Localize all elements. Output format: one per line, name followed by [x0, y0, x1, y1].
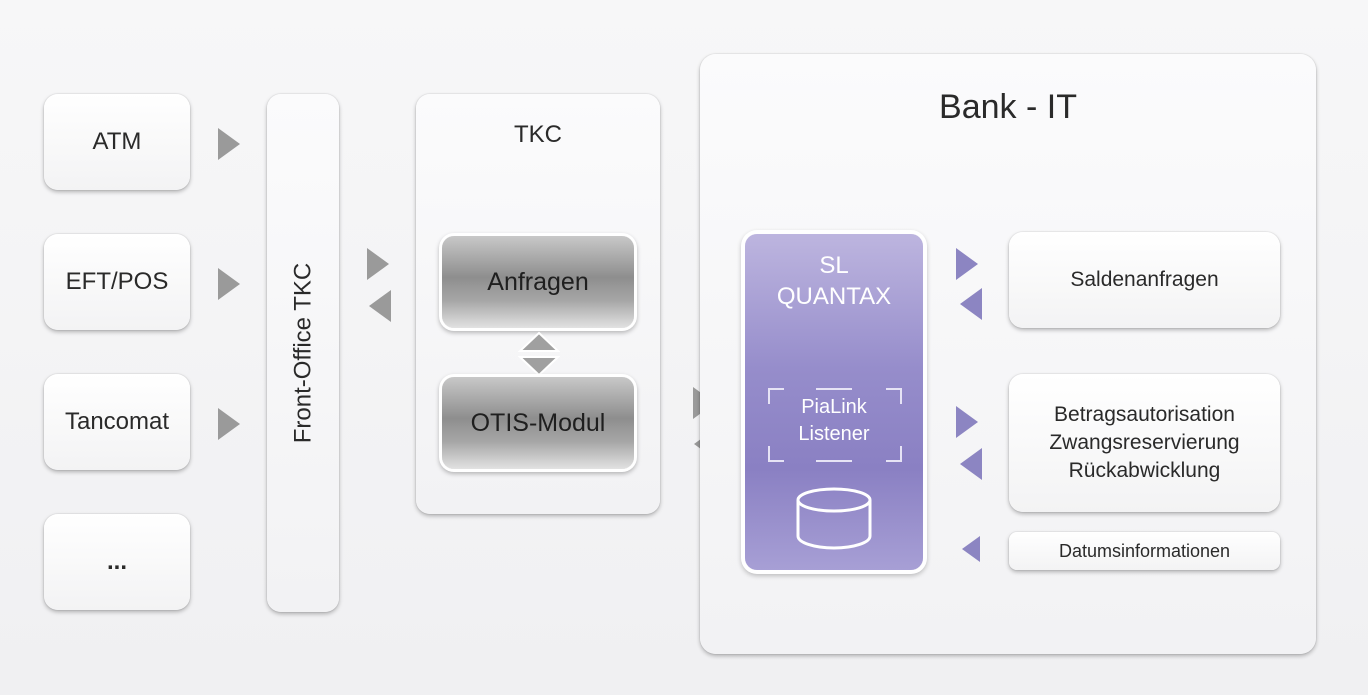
quantax-label-line1: SL	[819, 252, 849, 279]
authorization-line: Rückabwicklung	[1068, 459, 1221, 482]
bracket-corner	[768, 446, 784, 462]
quantax-panel	[745, 234, 923, 570]
source-label: ...	[106, 548, 127, 575]
arrow-right-icon	[218, 408, 240, 440]
source-label: Tancomat	[64, 408, 170, 435]
tkc-title: TKC	[514, 121, 562, 148]
balance-query-box: Saldenanfragen	[1009, 232, 1280, 328]
source-eft-pos: EFT/POS	[44, 234, 190, 330]
otis-module-label: OTIS-Modul	[470, 408, 606, 437]
authorization-line: Zwangsreservierung	[1049, 431, 1240, 454]
arrow-right-icon	[218, 268, 240, 300]
authorization-box: Betragsautorisation Zwangsreservierung R…	[1009, 374, 1280, 512]
arrow-left-icon	[369, 290, 391, 322]
arrow-left-icon	[962, 536, 980, 562]
listener-label: PiaLink Listener	[768, 394, 900, 448]
source-label: EFT/POS	[65, 268, 169, 295]
quantax-label: SL QUANTAX	[745, 250, 923, 312]
listener-label-line2: Listener	[798, 423, 870, 445]
balance-query-label: Saldenanfragen	[1070, 268, 1219, 291]
query-module-label: Anfragen	[487, 267, 589, 296]
date-info-box: Datumsinformationen	[1009, 532, 1280, 570]
quantax-label-line2: QUANTAX	[776, 283, 892, 310]
query-module-box: Anfragen	[442, 236, 634, 328]
bracket-dash	[816, 388, 852, 390]
source-atm: ATM	[44, 94, 190, 190]
arrow-right-icon	[367, 248, 389, 280]
bidirectional-arrow-icon	[518, 331, 560, 377]
arrow-right-icon	[956, 406, 978, 438]
bracket-corner	[886, 446, 902, 462]
otis-module-box: OTIS-Modul	[442, 377, 634, 469]
arrow-right-icon	[956, 248, 978, 280]
bracket-corner	[886, 388, 902, 404]
date-info-label: Datumsinformationen	[1058, 540, 1231, 561]
source-label: ATM	[92, 128, 142, 155]
front-office-panel: Front-Office TKC	[267, 94, 339, 612]
bracket-corner	[768, 388, 784, 404]
bracket-dash	[816, 460, 852, 462]
source-more: ...	[44, 514, 190, 610]
database-icon	[796, 487, 872, 550]
arrow-left-icon	[960, 288, 982, 320]
bank-it-title: Bank - IT	[939, 88, 1077, 126]
source-tancomat: Tancomat	[44, 374, 190, 470]
front-office-label: Front-Office TKC	[289, 262, 316, 444]
authorization-line: Betragsautorisation	[1054, 403, 1235, 426]
arrow-right-icon	[218, 128, 240, 160]
listener-label-line1: PiaLink	[801, 396, 867, 418]
arrow-left-icon	[960, 448, 982, 480]
